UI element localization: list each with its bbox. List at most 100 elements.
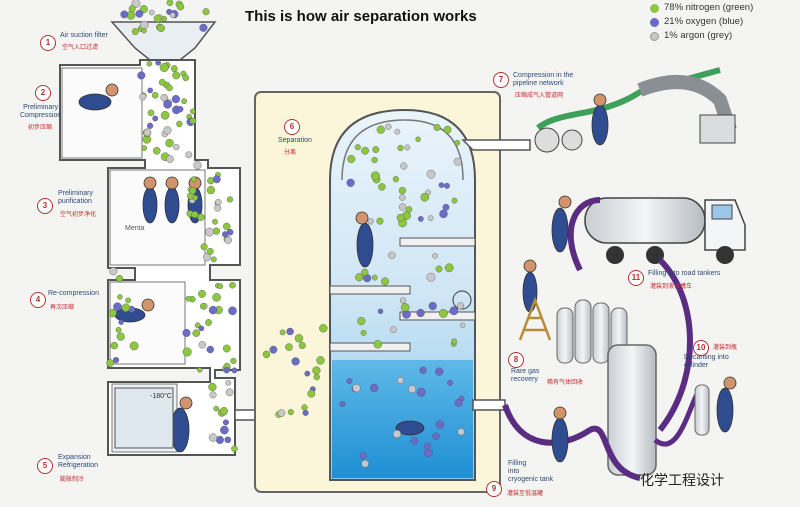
step-10-label-cn: 灌装到瓶 [713, 345, 738, 351]
gas-particle [226, 196, 234, 203]
gas-particle [376, 217, 384, 225]
gas-particle [139, 93, 147, 101]
gas-particle [277, 409, 286, 417]
gas-particle [396, 213, 405, 222]
gas-particle [435, 367, 444, 376]
step-5-number: 5 [37, 458, 53, 474]
gas-particle [307, 389, 316, 398]
gas-particle [449, 306, 459, 316]
gas-particle [373, 340, 382, 349]
gas-particle [223, 367, 230, 374]
gas-particle [163, 100, 172, 109]
compressor-2 [561, 129, 583, 151]
tray-3 [399, 311, 476, 321]
legend-label: 1% argon (grey) [664, 30, 733, 41]
tanker-wheel-2 [646, 246, 664, 264]
gas-particle [399, 194, 406, 201]
gas-particle [194, 322, 201, 329]
gas-particle [212, 227, 221, 235]
gas-particle [115, 275, 124, 283]
gas-particle [457, 428, 465, 436]
gas-particle [359, 452, 367, 460]
gas-particle [115, 326, 122, 333]
gas-particle [166, 84, 173, 92]
gas-particle [432, 253, 438, 259]
thermometer-readout: -180°C [150, 393, 172, 400]
gas-particle [438, 308, 448, 318]
gas-particle [192, 329, 201, 337]
gas-particle [197, 213, 205, 221]
gas-particle [228, 306, 237, 316]
gas-particle [140, 20, 149, 30]
gas-particle [182, 74, 189, 82]
gas-particle [199, 303, 207, 310]
step-4-label: Re-compression [48, 290, 99, 297]
gas-particle [147, 87, 153, 94]
step-8-label: Rare gas recovery [511, 368, 540, 383]
gas-particle [157, 24, 165, 33]
gas-particle [426, 169, 436, 179]
gas-particle [189, 108, 196, 115]
gas-particle [152, 146, 161, 155]
gas-particle [361, 459, 369, 468]
gas-particle [182, 328, 191, 337]
gas-particle [173, 143, 180, 151]
tanker-body [584, 197, 706, 244]
cylinder-1 [556, 307, 574, 364]
gas-particle [163, 126, 172, 135]
gas-particle [397, 144, 404, 152]
legend-label: 21% oxygen (blue) [664, 16, 744, 27]
tray-4 [329, 342, 411, 352]
gas-particle [400, 162, 408, 170]
nitrogen-swatch [650, 4, 659, 13]
gas-particle [313, 373, 320, 381]
gas-particle [222, 222, 231, 231]
gas-particle [116, 332, 125, 341]
gas-particle [287, 409, 294, 416]
gas-particle [166, 155, 174, 163]
step-7-number: 7 [493, 72, 509, 88]
gas-particle [319, 324, 328, 333]
step-9-label: Filling into cryogenic tank [508, 460, 554, 483]
gas-particle [120, 10, 129, 19]
gas-particle [112, 357, 120, 364]
gas-particle [415, 136, 421, 143]
step-1-label: Air suction filter [60, 32, 108, 39]
gas-particle [361, 268, 369, 277]
gas-particle [301, 404, 308, 411]
gas-particle [354, 144, 361, 151]
gas-particle [398, 187, 407, 195]
gas-particle [447, 379, 453, 386]
step-11-label-cn: 灌装到液体槽车 [650, 284, 693, 290]
gas-particle [302, 409, 309, 416]
gas-particle [416, 308, 425, 318]
gas-particle [456, 302, 465, 310]
gas-particle [153, 14, 162, 23]
gas-particle [172, 71, 181, 80]
gas-particles [106, 0, 466, 468]
gas-particle [196, 367, 203, 373]
pipe-outlet [699, 114, 736, 144]
gas-particle [118, 319, 124, 325]
gas-particle [212, 218, 218, 225]
gas-particle [225, 379, 232, 386]
gas-particle [212, 175, 221, 184]
gas-particle [215, 435, 224, 444]
step-1-label-cn: 空气入口过滤 [62, 45, 99, 51]
gas-particle [117, 294, 123, 300]
gas-particle [442, 203, 450, 211]
gas-particle [361, 146, 369, 155]
gas-particle [113, 302, 122, 312]
gas-particle [423, 442, 432, 451]
step-3-label-cn: 空气初步净化 [60, 212, 97, 218]
tanker-wheel-3 [716, 246, 734, 264]
step-3-number: 3 [37, 198, 53, 214]
gas-particle [394, 128, 401, 135]
gas-particle [367, 218, 374, 225]
gas-particle [435, 265, 443, 273]
purple-hose-1 [567, 197, 601, 272]
gas-particle [433, 123, 441, 131]
gas-particle [205, 319, 212, 326]
gas-particle [402, 310, 411, 319]
